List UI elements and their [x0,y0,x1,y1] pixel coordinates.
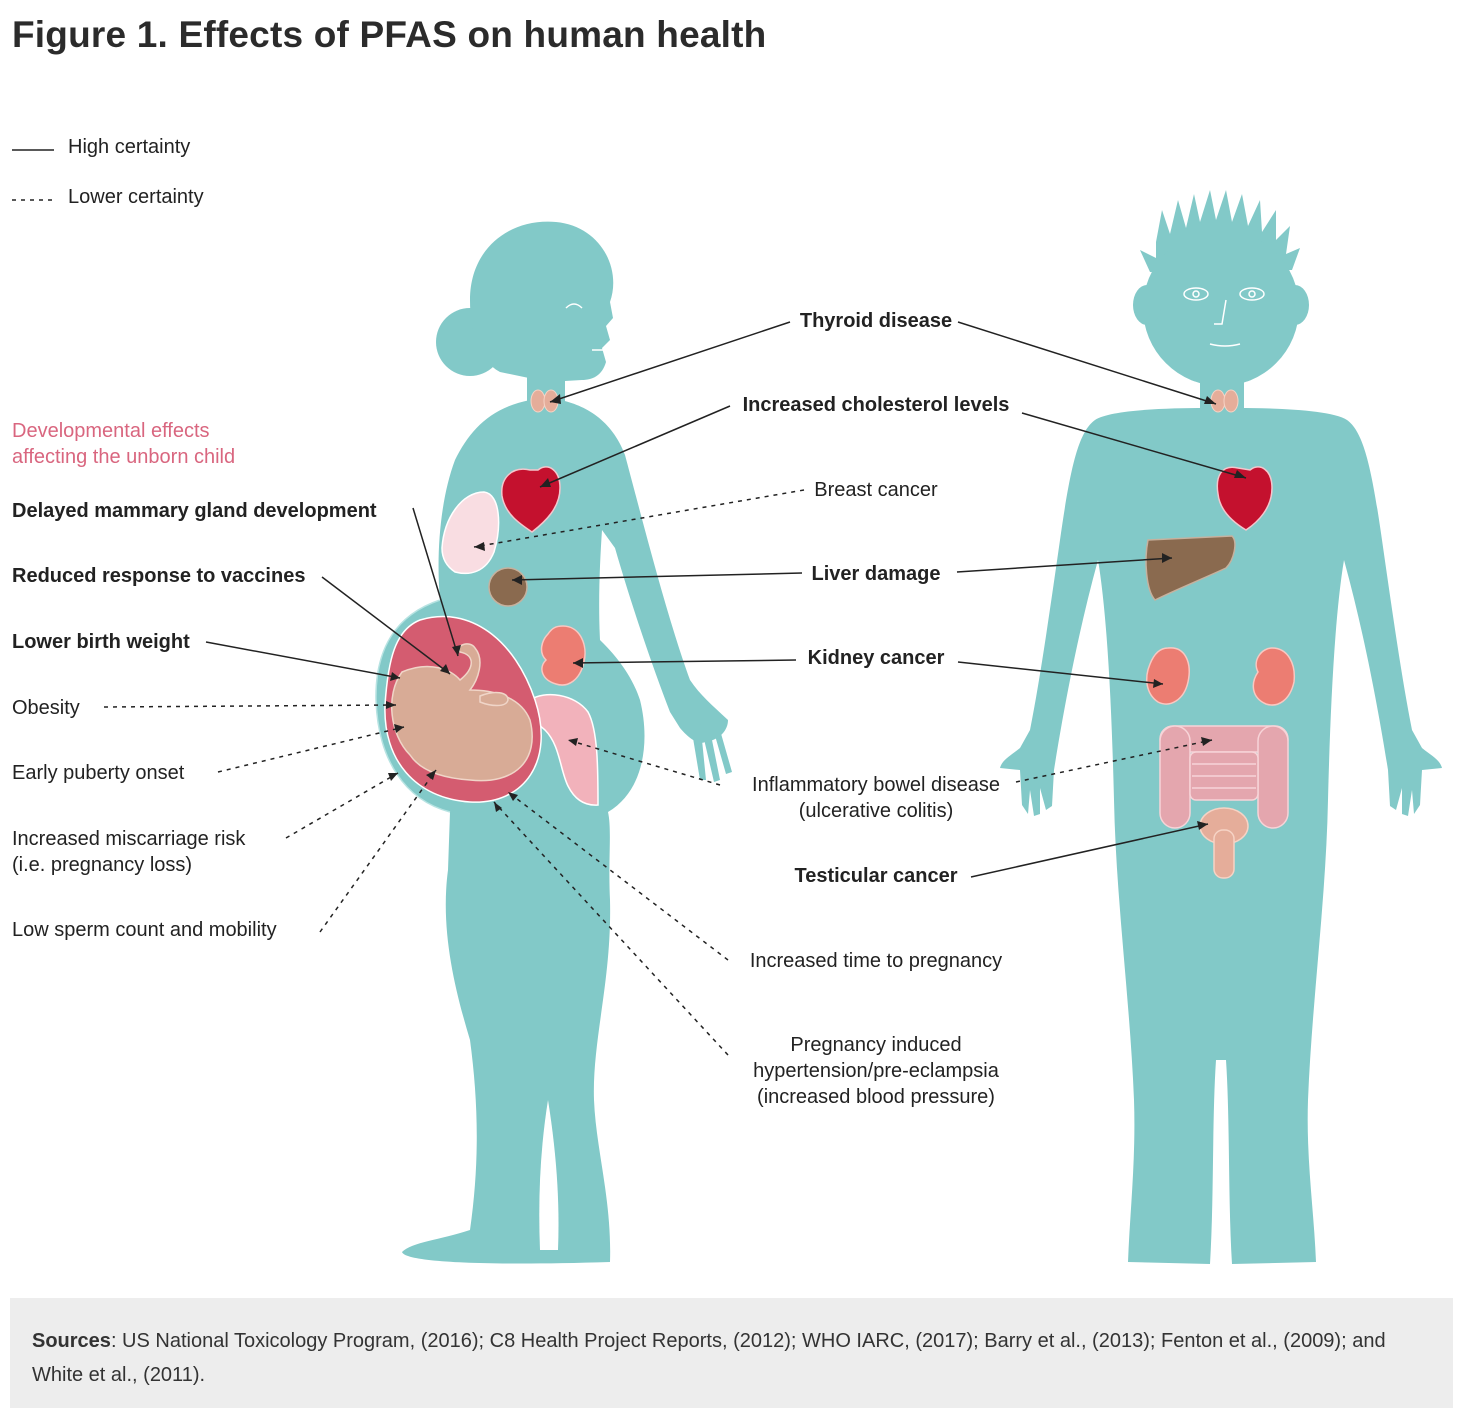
label-thyroid: Thyroid disease [799,310,953,332]
label-cholesterol: Increased cholesterol levels [742,394,1010,416]
child-intestine [1159,725,1289,829]
solid-connectors [205,321,1247,878]
child-heart [1216,466,1273,531]
child-kidney-right [1252,647,1296,706]
woman-kidney [540,625,586,686]
label-miscarriage-2: (i.e. pregnancy loss) [12,854,193,876]
label-hypertension: Pregnancy induced hypertension/pre-eclam… [753,1032,999,1110]
label-breast-cancer: Breast cancer [814,479,938,501]
woman-liver [488,567,528,607]
sources-body: : US National Toxicology Program, (2016)… [32,1330,1386,1386]
developmental-line-1: Developmental effects [12,420,210,442]
child-kidney-left [1145,647,1190,705]
label-sperm: Low sperm count and mobility [12,919,277,941]
label-vaccines: Reduced response to vaccines [12,565,306,587]
woman-belly-outline [375,599,451,813]
label-puberty: Early puberty onset [12,762,185,784]
sources-label: Sources [32,1330,111,1352]
label-mammary: Delayed mammary gland development [12,500,377,522]
label-liver: Liver damage [811,563,941,585]
woman-fetus-arm [479,691,509,707]
label-time-to-pregnancy: Increased time to pregnancy [749,950,1003,972]
woman-eye [565,303,583,309]
developmental-effects-heading: Developmental effects affecting the unbo… [12,418,235,470]
woman-intestine [528,693,599,806]
legend-lower-certainty: Lower certainty [68,186,204,208]
label-obesity: Obesity [12,697,80,719]
sources-box: Sources: US National Toxicology Program,… [10,1298,1453,1408]
label-testicular: Testicular cancer [794,865,958,887]
woman-figure [375,221,732,1264]
label-hypertension-3: (increased blood pressure) [757,1086,995,1108]
child-thyroid [1210,389,1239,413]
woman-breast [441,491,500,575]
label-kidney: Kidney cancer [807,647,945,669]
label-hypertension-2: hypertension/pre-eclampsia [753,1060,999,1082]
developmental-line-2: affecting the unborn child [12,446,236,468]
label-ibd: Inflammatory bowel disease (ulcerative c… [752,772,1000,824]
label-birth-weight: Lower birth weight [12,631,190,653]
child-liver [1145,535,1236,601]
sources-text: Sources: US National Toxicology Program,… [32,1324,1422,1392]
label-ibd-2: (ulcerative colitis) [798,800,954,822]
label-miscarriage-1: Increased miscarriage risk [12,828,246,850]
health-diagram [12,149,1442,1264]
label-ibd-1: Inflammatory bowel disease [752,774,1000,796]
woman-fetus [390,643,533,782]
child-face [1183,287,1265,347]
label-hypertension-1: Pregnancy induced [790,1034,962,1056]
legend-high-certainty: High certainty [68,136,191,158]
dashed-connectors [103,489,1213,1056]
arrowheads [386,394,1246,830]
label-miscarriage: Increased miscarriage risk (i.e. pregnan… [12,826,245,878]
figure-title: Figure 1. Effects of PFAS on human healt… [12,14,767,55]
